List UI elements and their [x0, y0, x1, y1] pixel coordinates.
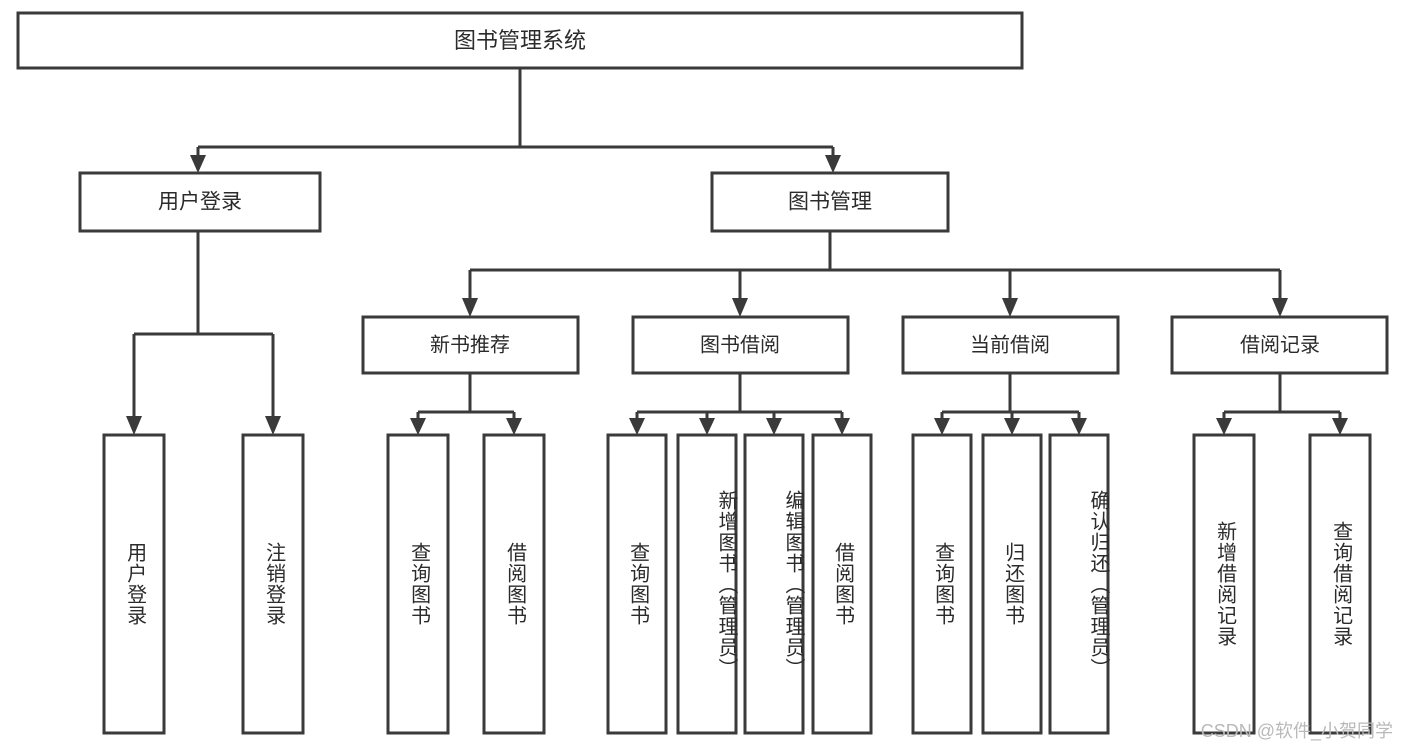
- arrow-current-to-leaf2: [1004, 418, 1020, 435]
- node-root[interactable]: 图书管理系统: [16, 11, 1024, 70]
- connector-group-newbook: [410, 373, 522, 435]
- node-book-borrow-rect[interactable]: [631, 315, 850, 375]
- arrow-bookmgmt-to-records: [1272, 298, 1288, 317]
- arrow-borrow-to-leaf3: [766, 418, 782, 435]
- connector-group-bookmgmt: [462, 231, 1288, 317]
- leaf-rect-borrow-book-b[interactable]: [811, 433, 873, 735]
- node-borrow-records[interactable]: 借阅记录: [1170, 315, 1389, 375]
- arrow-userlogin-to-leaf1: [126, 416, 142, 435]
- node-user-login-label: 用户登录: [158, 191, 242, 214]
- arrow-root-to-bookmgmt: [825, 155, 841, 173]
- arrow-records-to-leaf1: [1216, 418, 1232, 435]
- arrow-borrow-to-leaf2: [699, 418, 715, 435]
- node-book-management-rect[interactable]: [710, 171, 950, 233]
- leaf-rect-logout[interactable]: [241, 433, 305, 735]
- node-borrow-records-label: 借阅记录: [1240, 333, 1320, 356]
- leaf-rect-user-login[interactable]: [102, 433, 166, 735]
- node-current-borrow-label: 当前借阅: [970, 333, 1050, 356]
- node-book-borrow[interactable]: 图书借阅: [631, 315, 850, 375]
- leaf-rect-borrow-book-a[interactable]: [482, 433, 546, 735]
- arrow-current-to-leaf1: [934, 418, 950, 435]
- leaf-rect-edit-book[interactable]: [743, 433, 805, 735]
- leaf-rect-add-book[interactable]: [676, 433, 738, 735]
- arrow-newbook-to-leaf2: [506, 418, 522, 435]
- node-book-management[interactable]: 图书管理: [710, 171, 950, 233]
- connector-group-root: [190, 68, 841, 173]
- leaf-rect-confirm-return[interactable]: [1048, 433, 1110, 735]
- node-new-book-recommend-label: 新书推荐: [430, 333, 510, 356]
- connector-group-borrow: [629, 373, 850, 435]
- node-current-borrow-rect[interactable]: [901, 315, 1120, 375]
- arrow-bookmgmt-to-newbook: [462, 298, 478, 317]
- node-current-borrow[interactable]: 当前借阅: [901, 315, 1120, 375]
- leaf-rect-return-book[interactable]: [981, 433, 1043, 735]
- node-user-login[interactable]: 用户登录: [78, 171, 322, 233]
- arrow-borrow-to-leaf4: [834, 418, 850, 435]
- node-root-rect[interactable]: [16, 11, 1024, 70]
- arrow-bookmgmt-to-current: [1002, 298, 1018, 317]
- watermark-text: CSDN @软件_小贺同学: [1200, 721, 1393, 741]
- leaf-rect-query-book-c[interactable]: [911, 433, 973, 735]
- node-user-login-rect[interactable]: [78, 171, 322, 233]
- arrow-root-to-userlogin: [190, 155, 206, 173]
- arrow-userlogin-to-leaf2: [265, 416, 281, 435]
- connector-group-records: [1216, 373, 1348, 435]
- leaf-rect-query-record[interactable]: [1308, 433, 1372, 735]
- node-new-book-recommend[interactable]: 新书推荐: [361, 315, 580, 375]
- arrow-newbook-to-leaf1: [410, 418, 426, 435]
- leaf-rect-add-record[interactable]: [1192, 433, 1256, 735]
- leaf-rect-query-book-a[interactable]: [386, 433, 450, 735]
- node-root-label: 图书管理系统: [454, 28, 586, 53]
- connector-group-current: [934, 373, 1087, 435]
- node-book-borrow-label: 图书借阅: [700, 333, 780, 356]
- arrow-bookmgmt-to-borrow: [732, 298, 748, 317]
- node-borrow-records-rect[interactable]: [1170, 315, 1389, 375]
- arrow-records-to-leaf2: [1332, 418, 1348, 435]
- node-book-management-label: 图书管理: [788, 191, 872, 214]
- arrow-current-to-leaf3: [1071, 418, 1087, 435]
- arrow-borrow-to-leaf1: [629, 418, 645, 435]
- node-new-book-recommend-rect[interactable]: [361, 315, 580, 375]
- connector-group-userlogin: [126, 231, 281, 435]
- leaf-rect-query-book-b[interactable]: [606, 433, 668, 735]
